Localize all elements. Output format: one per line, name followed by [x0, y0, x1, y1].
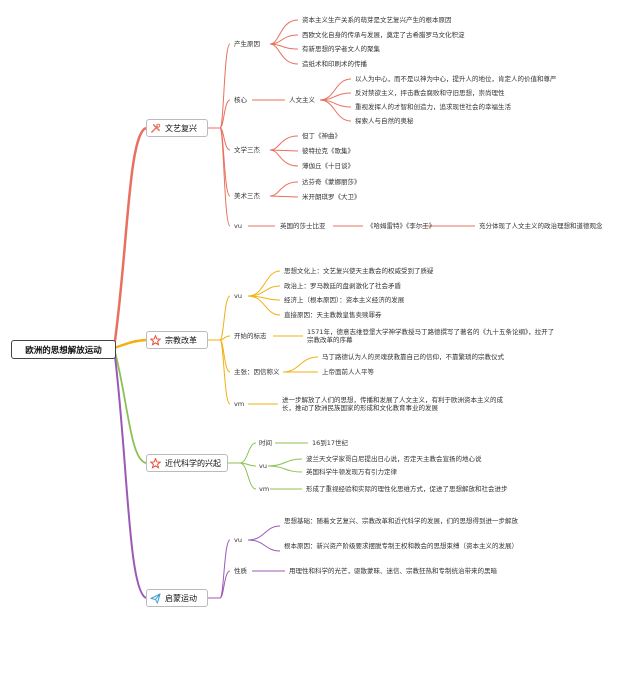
- topic-label: 宗教改革: [165, 335, 197, 345]
- root-topic[interactable]: 欧洲的思想解放运动: [11, 340, 116, 359]
- node-start[interactable]: 1571年，德意志维登堡大学神学教授马丁路德撰写了著名的《九十五条论纲》，拉开了…: [307, 328, 555, 344]
- topic-reformation[interactable]: 宗教改革: [146, 331, 208, 349]
- node-people-label[interactable]: vu: [259, 462, 267, 470]
- star-icon: [150, 457, 161, 469]
- node-nature[interactable]: 用理性和科学的光芒，驱散蒙昧、迷信、宗教狂热和专制统治带来的黑暗: [289, 567, 497, 575]
- node-impact[interactable]: 进一步解放了人们的思想，传播和发展了人文主义，有利于欧洲资本主义的成长，推动了欧…: [282, 396, 503, 412]
- node-nature-label[interactable]: 性质: [234, 567, 247, 575]
- node-claim-0[interactable]: 马丁路德认为人的灵魂获救靠自己的信仰，不靠繁琐的宗教仪式: [322, 353, 504, 361]
- node-cause-2[interactable]: 有新思想的学者文人的聚集: [302, 45, 380, 53]
- topic-science[interactable]: 近代科学的兴起: [146, 454, 228, 472]
- node-cause-1[interactable]: 西欧文化自身的传承与发展，奠定了古希腊罗马文化积淀: [302, 31, 465, 39]
- node-people-0[interactable]: 波兰天文学家哥白尼提出日心说，否定天主教会宣扬的地心说: [306, 455, 482, 463]
- node-literature-2[interactable]: 薄伽丘《十日谈》: [302, 162, 354, 170]
- node-cause-label[interactable]: vu: [234, 536, 242, 544]
- node-impact[interactable]: 形成了重视经验和实际的理性化思维方式，促进了思想解放和社会进步: [306, 485, 508, 493]
- node-humanism[interactable]: 人文主义: [289, 96, 315, 104]
- node-humanism-2[interactable]: 重视发挥人的才智和创造力，追求现世社会的幸福生活: [355, 103, 511, 111]
- node-cause-2[interactable]: 经济上（根本原因）：资本主义经济的发展: [284, 296, 405, 304]
- node-literature-1[interactable]: 彼特拉克《歌集》: [302, 147, 354, 155]
- node-start-label[interactable]: 开始的标志: [234, 332, 267, 340]
- paper-plane-icon: [150, 592, 161, 604]
- node-art-label[interactable]: 美术三杰: [234, 192, 260, 200]
- node-cause-0[interactable]: 资本主义生产关系的萌芽是文艺复兴产生的根本原因: [302, 16, 452, 24]
- node-shakespeare-works[interactable]: 《哈姆雷特》《李尔王》: [367, 222, 436, 230]
- node-cause-1[interactable]: 根本原因：新兴资产阶级要求摆脱专制王权和教会的思想束缚（资本主义的发展）: [284, 542, 518, 550]
- node-literature-label[interactable]: 文学三杰: [234, 146, 260, 154]
- node-people-1[interactable]: 英国科学牛顿发现万有引力定律: [306, 468, 397, 476]
- node-time[interactable]: 16到17世纪: [312, 439, 349, 447]
- node-shakespeare-summary[interactable]: 充分体现了人文主义的政治理想和道德观念: [479, 222, 603, 230]
- topic-label: 近代科学的兴起: [165, 458, 221, 468]
- node-claim-label[interactable]: 主张：因信称义: [234, 368, 280, 376]
- node-core-label[interactable]: 核心: [234, 96, 247, 104]
- node-cause-label[interactable]: vu: [234, 292, 242, 300]
- topic-enlightenment[interactable]: 启蒙运动: [146, 589, 208, 607]
- node-shakespeare-label[interactable]: vu: [234, 222, 242, 230]
- node-cause-3[interactable]: 直接原因：天主教教皇售卖赎罪券: [284, 311, 382, 319]
- node-time-label[interactable]: 时间: [259, 439, 272, 447]
- node-humanism-3[interactable]: 探索人与自然的奥秘: [355, 117, 414, 125]
- node-art-0[interactable]: 达芬奇《蒙娜丽莎》: [302, 178, 361, 186]
- node-art-1[interactable]: 米开朗琪罗《大卫》: [302, 193, 361, 201]
- topic-label: 文艺复兴: [165, 123, 197, 133]
- tools-icon: [151, 123, 161, 133]
- topic-label: 启蒙运动: [165, 593, 197, 603]
- node-shakespeare[interactable]: 英国的莎士比亚: [280, 222, 326, 230]
- star-icon: [150, 334, 161, 346]
- node-impact-label[interactable]: vm: [259, 485, 270, 493]
- node-cause-1[interactable]: 政治上：罗马教廷的盘剥激化了社会矛盾: [284, 282, 401, 290]
- node-impact-label[interactable]: vm: [234, 400, 245, 408]
- topic-renaissance[interactable]: 文艺复兴: [146, 119, 208, 137]
- node-cause-label[interactable]: 产生原因: [234, 40, 260, 48]
- node-cause-3[interactable]: 造纸术和印刷术的传播: [302, 60, 367, 68]
- node-literature-0[interactable]: 但丁《神曲》: [302, 132, 341, 140]
- node-humanism-1[interactable]: 反对禁欲主义，抨击教会腐败和守旧思想，崇尚理性: [355, 89, 505, 97]
- node-humanism-0[interactable]: 以人为中心，而不是以神为中心，提升人的地位，肯定人的价值和尊严: [355, 75, 557, 83]
- node-cause-0[interactable]: 思想基础：随着文艺复兴、宗教改革和近代科学的发展，们的思想得到进一步解放: [284, 517, 518, 525]
- node-claim-1[interactable]: 上帝面前人人平等: [322, 368, 374, 376]
- node-cause-0[interactable]: 思想文化上：文艺复兴使天主教会的权威受到了质疑: [284, 267, 434, 275]
